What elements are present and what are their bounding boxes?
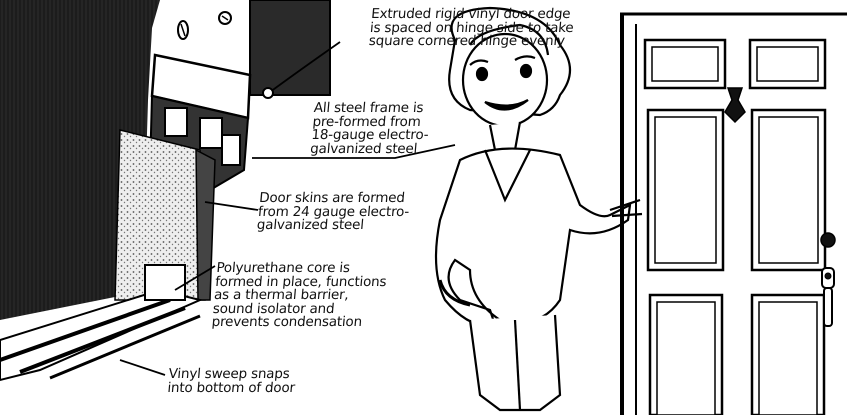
screw-hole-2 xyxy=(219,12,231,24)
panel-top-left xyxy=(645,40,725,88)
woman-illustration xyxy=(436,8,642,410)
screw-hole-1 xyxy=(178,21,188,39)
callout-vinyl-edge: Extruded rigid vinyl door edge is spaced… xyxy=(368,8,575,49)
panel-top-right xyxy=(750,40,825,88)
callout-door-skins: Door skins are formed from 24 gauge elec… xyxy=(256,192,411,233)
door-skin xyxy=(196,150,215,300)
six-panel-door xyxy=(620,14,847,415)
door-handle-icon xyxy=(822,268,834,326)
deadbolt-icon xyxy=(821,233,835,247)
callout-vinyl-sweep: Vinyl sweep snaps into bottom of door xyxy=(167,368,297,395)
leader-sweep xyxy=(120,360,165,375)
hinge-plate xyxy=(250,0,330,95)
door-knocker-icon xyxy=(725,88,745,122)
panel-mid-right xyxy=(752,110,825,270)
panel-low-left xyxy=(650,295,722,415)
callout-steel-frame: All steel frame is pre-formed from 18-ga… xyxy=(310,102,432,156)
callout-polyurethane-core: Polyurethane core is formed in place, fu… xyxy=(211,262,388,330)
panel-low-right xyxy=(752,295,824,415)
panel-mid-left xyxy=(648,110,723,270)
